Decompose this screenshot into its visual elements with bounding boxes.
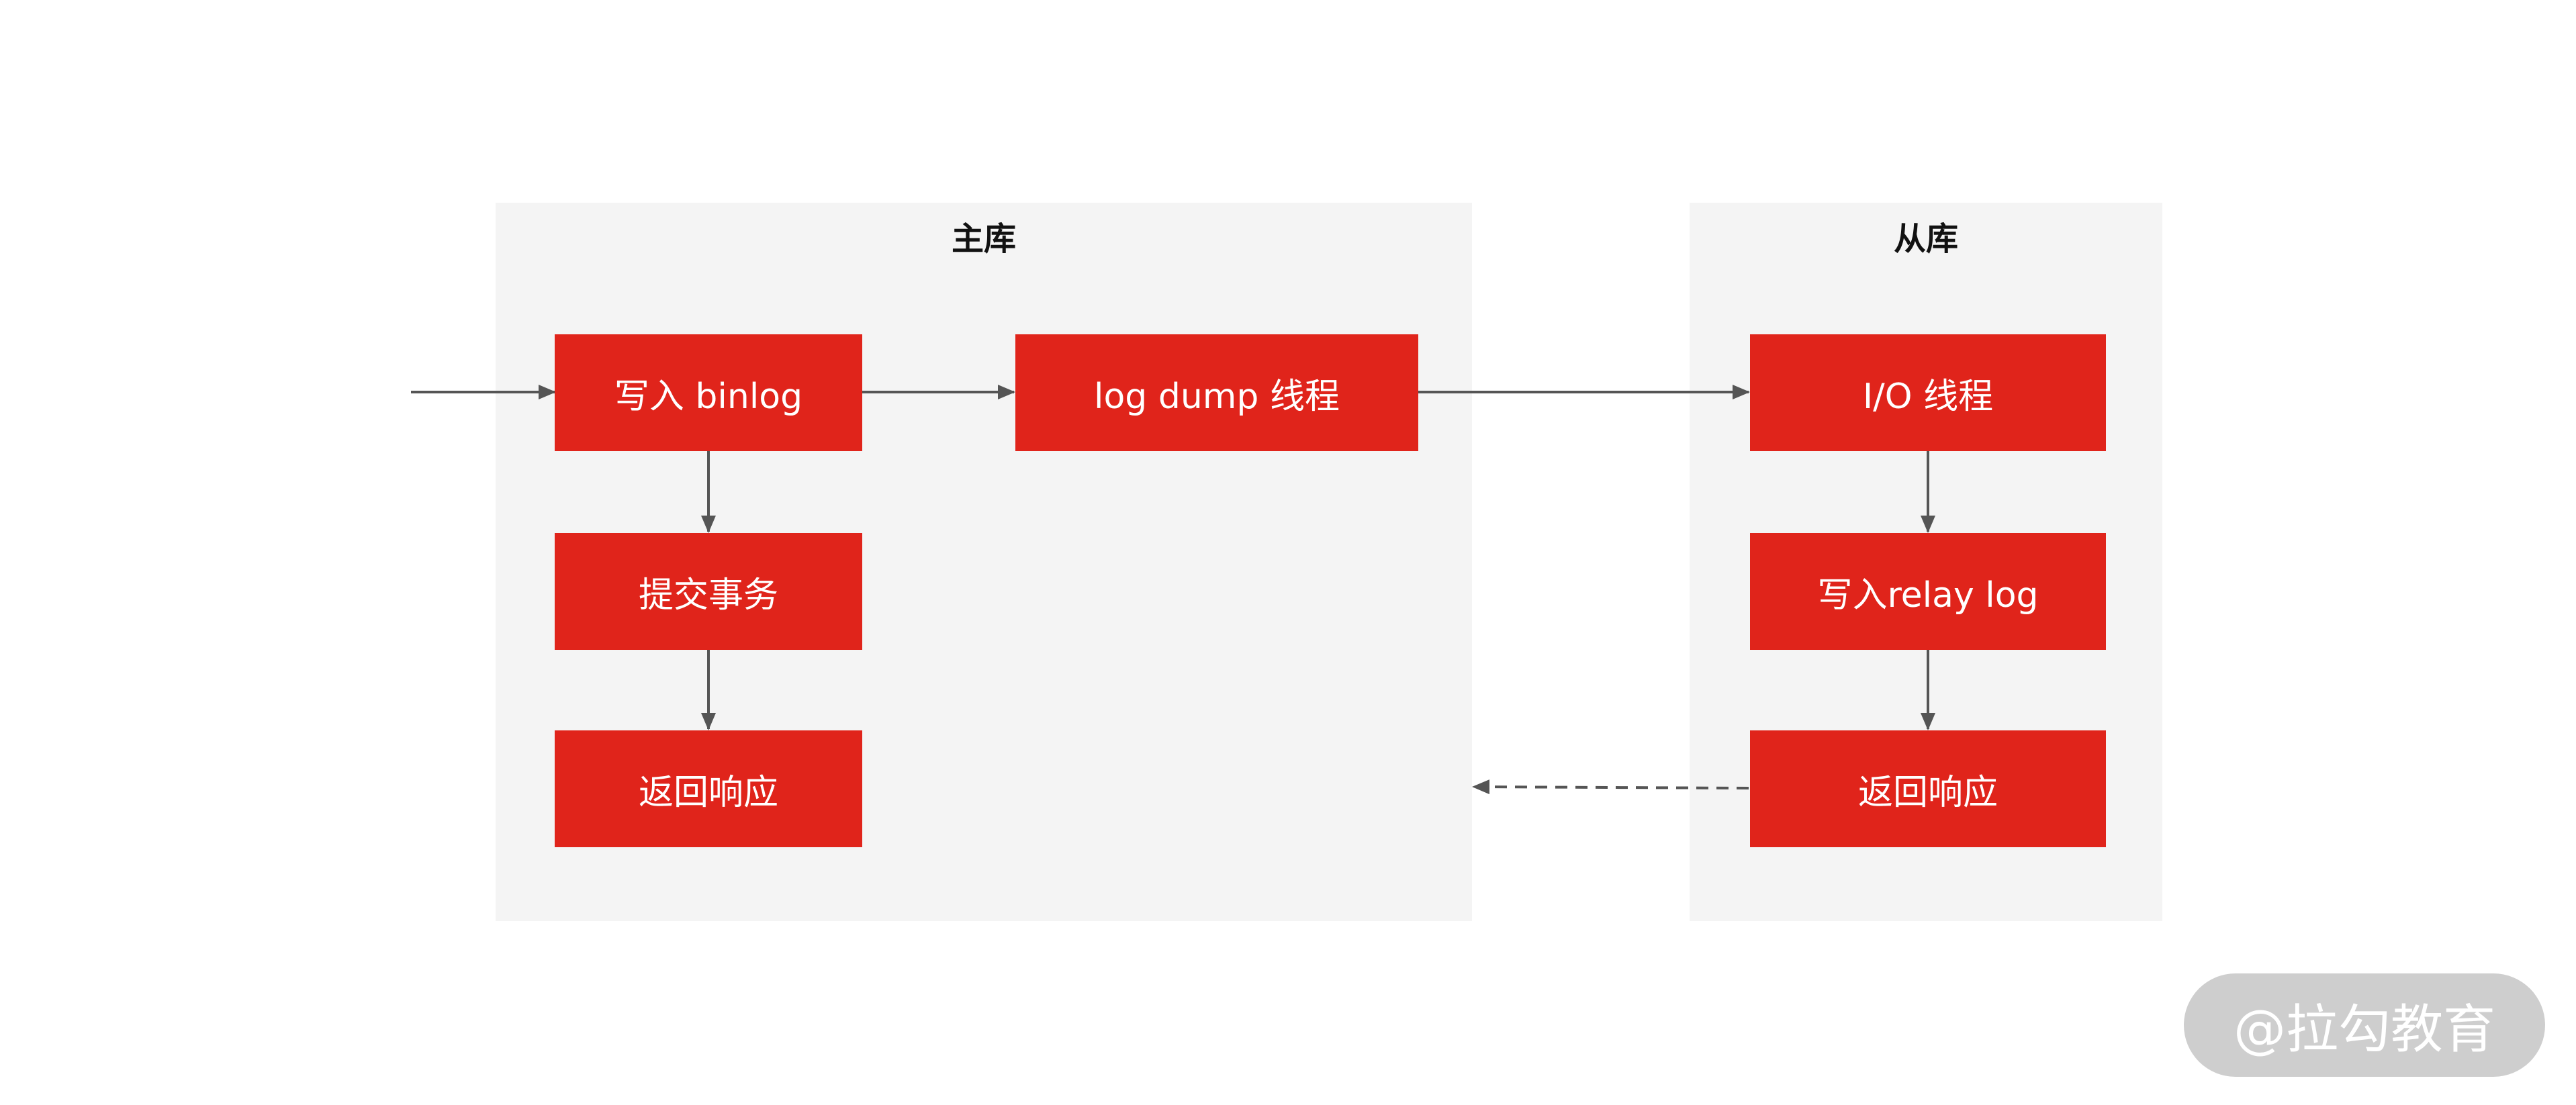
- node-io-thread: I/O 线程: [1750, 334, 2106, 451]
- arrow-ack-dashed: [1472, 779, 1749, 795]
- node-write-relay-log: 写入relay log: [1750, 533, 2106, 650]
- node-commit-transaction: 提交事务: [555, 533, 862, 650]
- master-title: 主库: [951, 220, 1016, 258]
- node-write-binlog: 写入 binlog: [555, 334, 862, 451]
- node-log-dump-thread: log dump 线程: [1015, 334, 1418, 451]
- node-master-respond: 返回响应: [555, 730, 862, 847]
- slave-title: 从库: [1893, 220, 1958, 258]
- watermark-logo: @拉勾教育: [2184, 973, 2545, 1077]
- node-slave-respond: 返回响应: [1750, 730, 2106, 847]
